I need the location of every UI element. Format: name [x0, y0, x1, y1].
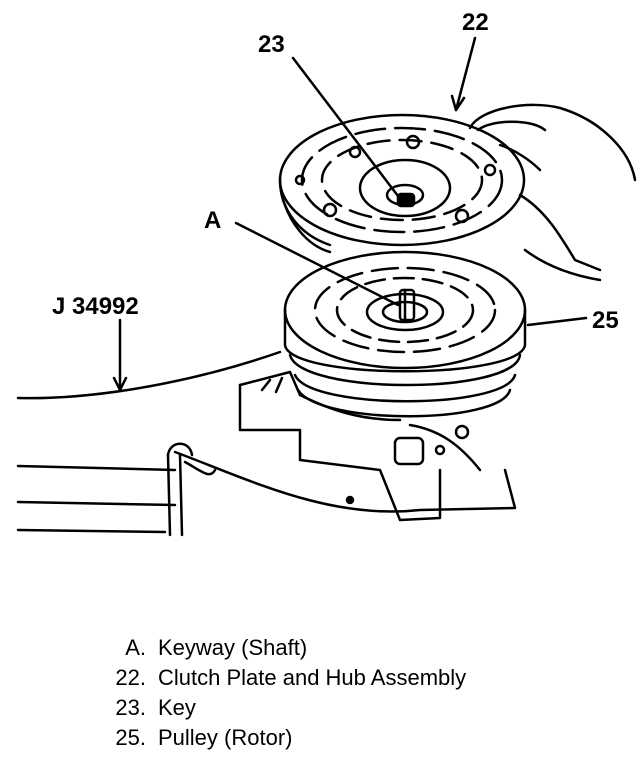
callout-23: 23 — [258, 31, 285, 58]
callout-a: A — [204, 207, 221, 234]
clutch-plate-hub — [278, 113, 526, 247]
legend-key: 23. — [115, 695, 146, 720]
compressor-body — [16, 350, 517, 534]
legend-text: Key — [158, 695, 196, 720]
legend-text: Clutch Plate and Hub Assembly — [158, 665, 467, 690]
callout-tool: J 34992 — [52, 293, 139, 320]
shaft-keyway — [398, 288, 416, 322]
callout-25: 25 — [592, 307, 619, 334]
legend-item: 23. Key — [96, 693, 616, 723]
parts-legend: A. Keyway (Shaft) 22. Clutch Plate and H… — [96, 633, 616, 753]
clutch-installation-illustration: 22 23 A J 34992 25 — [16, 9, 637, 537]
legend-item: 22. Clutch Plate and Hub Assembly — [96, 663, 616, 693]
legend-key: A. — [125, 635, 146, 660]
hand — [283, 103, 637, 282]
legend-item: 25. Pulley (Rotor) — [96, 723, 616, 753]
legend-text: Pulley (Rotor) — [158, 725, 293, 750]
pulley-rotor — [283, 250, 527, 418]
leader-lines — [112, 36, 588, 392]
key — [396, 192, 416, 208]
legend-text: Keyway (Shaft) — [158, 635, 308, 660]
legend-item: A. Keyway (Shaft) — [96, 633, 616, 663]
callout-22: 22 — [462, 9, 489, 36]
tool-j34992-handle — [166, 442, 217, 537]
legend-key: 22. — [115, 665, 146, 690]
legend-key: 25. — [115, 725, 146, 750]
